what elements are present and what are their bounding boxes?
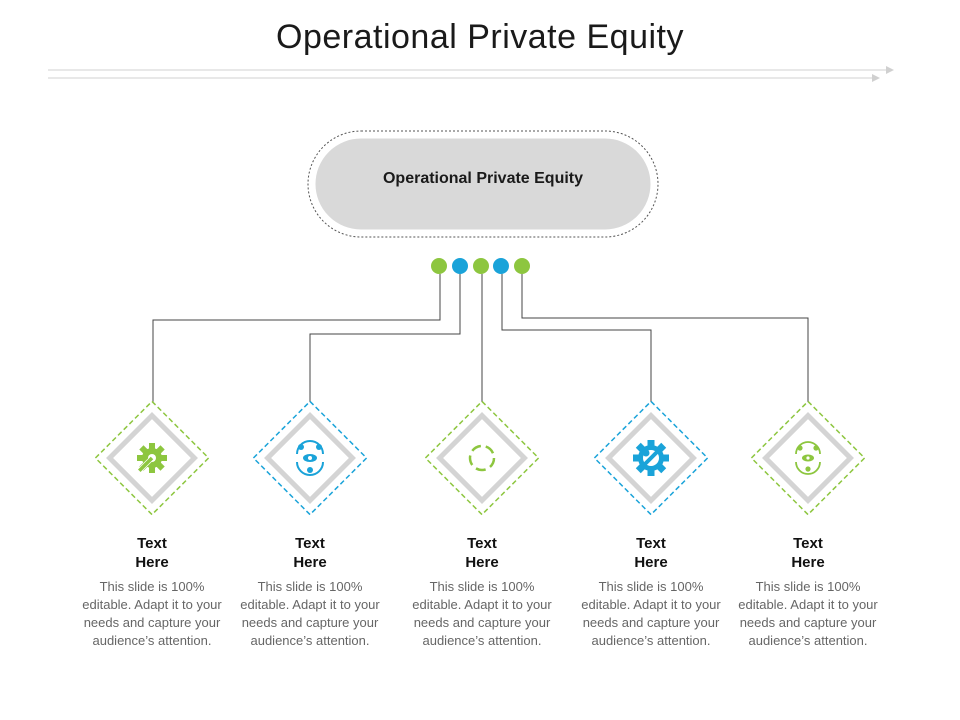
diamond-1 bbox=[94, 400, 210, 516]
team-cycle-icon bbox=[795, 441, 821, 475]
card-heading-5-line1: Text bbox=[793, 535, 823, 552]
card-heading-3-line1: Text bbox=[467, 535, 497, 552]
gear-wrench-icon bbox=[633, 440, 669, 476]
dot-4 bbox=[493, 258, 509, 274]
card-body-4: This slide is 100% editable. Adapt it to… bbox=[581, 579, 721, 648]
dot-1 bbox=[431, 258, 447, 274]
diamond-3 bbox=[424, 400, 540, 516]
connector-1 bbox=[152, 274, 441, 402]
card-heading-4-line1: Text bbox=[636, 535, 666, 552]
hub-shape bbox=[307, 130, 659, 238]
connector-5 bbox=[521, 274, 809, 402]
card-heading-5: Text Here bbox=[733, 534, 883, 572]
dot-5 bbox=[514, 258, 530, 274]
hub-label: Operational Private Equity bbox=[382, 170, 584, 187]
card-body-2: This slide is 100% editable. Adapt it to… bbox=[240, 579, 380, 648]
card-body-5: This slide is 100% editable. Adapt it to… bbox=[738, 579, 878, 648]
title-underline bbox=[48, 66, 894, 82]
card-heading-4-line2: Here bbox=[634, 554, 668, 571]
connector-dots bbox=[431, 258, 530, 274]
card-heading-5-line2: Here bbox=[791, 554, 825, 571]
card-heading-3-line2: Here bbox=[465, 554, 499, 571]
card-heading-4: Text Here bbox=[576, 534, 726, 572]
diamond-5 bbox=[750, 400, 866, 516]
diamond-2 bbox=[252, 400, 368, 516]
page-title: Operational Private Equity bbox=[276, 18, 684, 56]
connectors bbox=[152, 274, 809, 402]
connector-4 bbox=[501, 274, 652, 402]
card-heading-1-line1: Text bbox=[137, 535, 167, 552]
card-body-1: This slide is 100% editable. Adapt it to… bbox=[82, 579, 222, 648]
connector-2 bbox=[309, 274, 461, 402]
card-heading-3: Text Here bbox=[407, 534, 557, 572]
dot-2 bbox=[452, 258, 468, 274]
diamond-4 bbox=[593, 400, 709, 516]
card-heading-1-line2: Here bbox=[135, 554, 169, 571]
card-body-3: This slide is 100% editable. Adapt it to… bbox=[412, 579, 552, 648]
people-cycle-icon bbox=[296, 440, 324, 476]
card-heading-1: Text Here bbox=[77, 534, 227, 572]
card-heading-2: Text Here bbox=[235, 534, 385, 572]
card-heading-2-line2: Here bbox=[293, 554, 327, 571]
cycle-arrows-icon bbox=[468, 444, 496, 472]
dot-3 bbox=[473, 258, 489, 274]
card-heading-2-line1: Text bbox=[295, 535, 325, 552]
wrench-gear-icon bbox=[137, 443, 167, 473]
